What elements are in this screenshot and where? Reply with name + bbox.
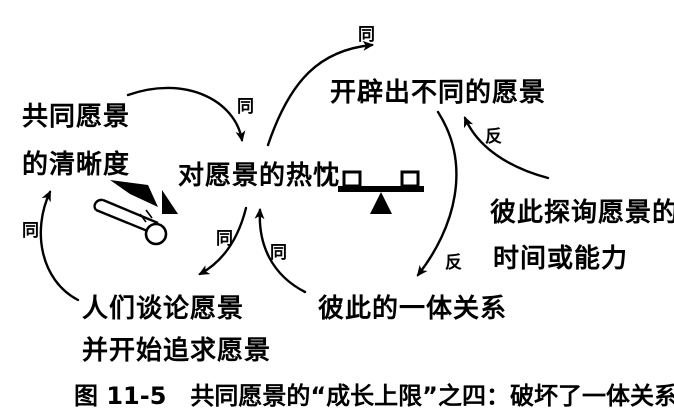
tag-discuss-clarity: 同 (22, 221, 39, 241)
arrow-discuss-to-clarity (39, 190, 80, 302)
arrow-enthusiasm-to-divergent (266, 40, 374, 147)
tag-explore-divergent: 反 (485, 127, 502, 147)
node-discuss-line1: 人们谈论愿景 (82, 294, 245, 324)
node-clarity-line1: 共同愿景 (22, 102, 131, 132)
arrow-clarity-to-enthusiasm (126, 86, 246, 142)
node-clarity-line2: 的清晰度 (22, 150, 131, 180)
arrow-explore-to-divergent (463, 116, 550, 180)
seesaw-icon (338, 170, 424, 214)
tag-clarity-enthusiasm: 同 (237, 97, 254, 117)
arrow-enthusiasm-to-discuss (198, 206, 248, 276)
figure-caption: 图 11-5 共同愿景的“成长上限”之四：破坏了一体关系 (74, 382, 674, 410)
node-enthusiasm: 对愿景的热忱 (178, 161, 341, 191)
tag-divergent-oneness: 反 (445, 253, 462, 273)
node-explore-line2: 时间或能力 (493, 244, 629, 274)
arrow-divergent-to-oneness (416, 110, 458, 277)
node-explore-line1: 彼此探询愿景的 (490, 198, 674, 228)
tag-enthusiasm-divergent: 同 (358, 25, 375, 45)
tag-oneness-enthusiasm: 同 (270, 243, 287, 263)
node-oneness: 彼此的一体关系 (318, 294, 508, 324)
tag-enthusiasm-discuss: 同 (216, 229, 233, 249)
node-divergent: 开辟出不同的愿景 (330, 78, 547, 108)
snowball-icon (93, 180, 178, 246)
arrow-oneness-to-enthusiasm (254, 208, 307, 294)
node-discuss-line2: 并开始追求愿景 (82, 336, 272, 366)
